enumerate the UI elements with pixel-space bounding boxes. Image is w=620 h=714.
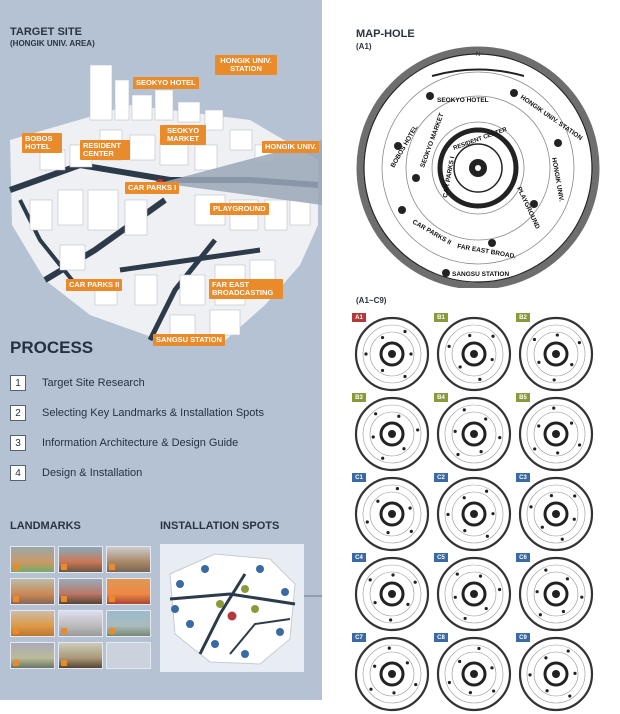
map-street (147, 238, 217, 342)
mini-map-hole (354, 476, 430, 552)
grid-cell-label: C5 (434, 553, 448, 562)
tag-resident-center: RESIDENT CENTER (80, 140, 130, 160)
tag-car-parks-1: CAR PARKS I (125, 182, 180, 194)
grid-cell-label: B4 (434, 393, 448, 402)
grid-cell-label: B1 (434, 313, 448, 322)
mini-map-hole (354, 396, 430, 472)
map-street (119, 247, 261, 273)
map-hole-diagram: N SEOKYO HOTEL HONGIK UNIV. STATION BOBO… (356, 46, 600, 288)
mini-map-hole (518, 396, 594, 472)
process-step: 1 Target Site Research (10, 374, 145, 392)
grid-cell-label: A1 (352, 313, 366, 322)
landmark-thumb (58, 546, 103, 573)
map-hole-subtitle: (A1) (356, 42, 372, 51)
tag-car-parks-2: CAR PARKS II (66, 279, 123, 291)
left-panel: TARGET SITE (HONGIK UNIV. AREA) (0, 0, 322, 700)
target-site-subtitle: (HONGIK UNIV. AREA) (10, 39, 95, 48)
step-label: Design & Installation (42, 467, 143, 479)
mini-map-hole (518, 316, 594, 392)
tag-hongik-station: HONGIK UNIV. STATION (215, 55, 277, 75)
step-number: 1 (10, 375, 26, 391)
landmark-thumb (106, 546, 151, 573)
landmark-thumb-empty (106, 642, 151, 669)
grid-title: (A1~C9) (356, 296, 387, 305)
target-site-title: TARGET SITE (10, 26, 82, 38)
grid-cell-label: C4 (352, 553, 366, 562)
grid-cell-label: B2 (516, 313, 530, 322)
mini-map-hole (436, 316, 512, 392)
process-step: 3 Information Architecture & Design Guid… (10, 434, 238, 452)
mini-map-hole (436, 556, 512, 632)
process-step: 4 Design & Installation (10, 464, 142, 482)
mini-map-hole (436, 476, 512, 552)
tag-far-east: FAR EAST BROADCASTING (209, 279, 283, 299)
map-street (18, 199, 82, 292)
mini-map-hole (518, 476, 594, 552)
grid-cell-label: C2 (434, 473, 448, 482)
grid-cell-label: C3 (516, 473, 530, 482)
process-step: 2 Selecting Key Landmarks & Installation… (10, 404, 264, 422)
installation-map (160, 544, 304, 672)
tag-sangsu-station: SANGSU STATION (153, 334, 225, 346)
map-hole-title: MAP-HOLE (356, 28, 415, 40)
landmark-thumb (106, 610, 151, 637)
grid-cell-label: B3 (352, 393, 366, 402)
process-title: PROCESS (10, 338, 94, 357)
step-number: 3 (10, 435, 26, 451)
tag-bobos-hotel: BOBOS HOTEL (22, 133, 62, 153)
step-label: Selecting Key Landmarks & Installation S… (42, 407, 264, 419)
grid-cell-label: C1 (352, 473, 366, 482)
step-label: Target Site Research (42, 377, 145, 389)
mini-map-hole (436, 636, 512, 712)
tag-seokyo-hotel: SEOKYO HOTEL (133, 77, 199, 89)
grid-cell-label: C7 (352, 633, 366, 642)
installation-title: INSTALLATION SPOTS (160, 520, 280, 532)
landmark-thumb (10, 546, 55, 573)
grid-cell-label: B5 (516, 393, 530, 402)
tag-seokyo-market: SEOKYO MARKET (160, 125, 206, 145)
tag-playground: PLAYGROUND (210, 203, 269, 215)
step-label: Information Architecture & Design Guide (42, 437, 239, 449)
mini-map-hole (354, 316, 430, 392)
right-panel: MAP-HOLE (A1) N SEOKYO HOTEL HONGIK UNIV… (322, 0, 620, 712)
installation-map-drawing (169, 553, 296, 665)
mini-map-hole (354, 556, 430, 632)
landmark-thumb (58, 610, 103, 637)
mini-map-hole (354, 636, 430, 712)
landmark-thumb (106, 578, 151, 605)
landmark-thumb (10, 578, 55, 605)
mini-map-hole (518, 636, 594, 712)
grid-cell-label: C6 (516, 553, 530, 562)
landmark-thumb (58, 642, 103, 669)
landmark-thumb (10, 610, 55, 637)
map-pointer (160, 140, 322, 205)
ring-label: SANGSU STATION (452, 271, 509, 278)
step-number: 4 (10, 465, 26, 481)
ring-label: SEOKYO HOTEL (437, 97, 489, 104)
mini-map-hole (436, 396, 512, 472)
svg-text:N: N (476, 52, 480, 58)
tag-hongik-univ: HONGIK UNIV. (262, 141, 320, 153)
landmarks-title: LANDMARKS (10, 520, 81, 532)
landmark-thumb (58, 578, 103, 605)
grid-cell-label: C8 (434, 633, 448, 642)
grid-cell-label: C9 (516, 633, 530, 642)
mini-map-hole (518, 556, 594, 632)
landmark-thumb (10, 642, 55, 669)
step-number: 2 (10, 405, 26, 421)
